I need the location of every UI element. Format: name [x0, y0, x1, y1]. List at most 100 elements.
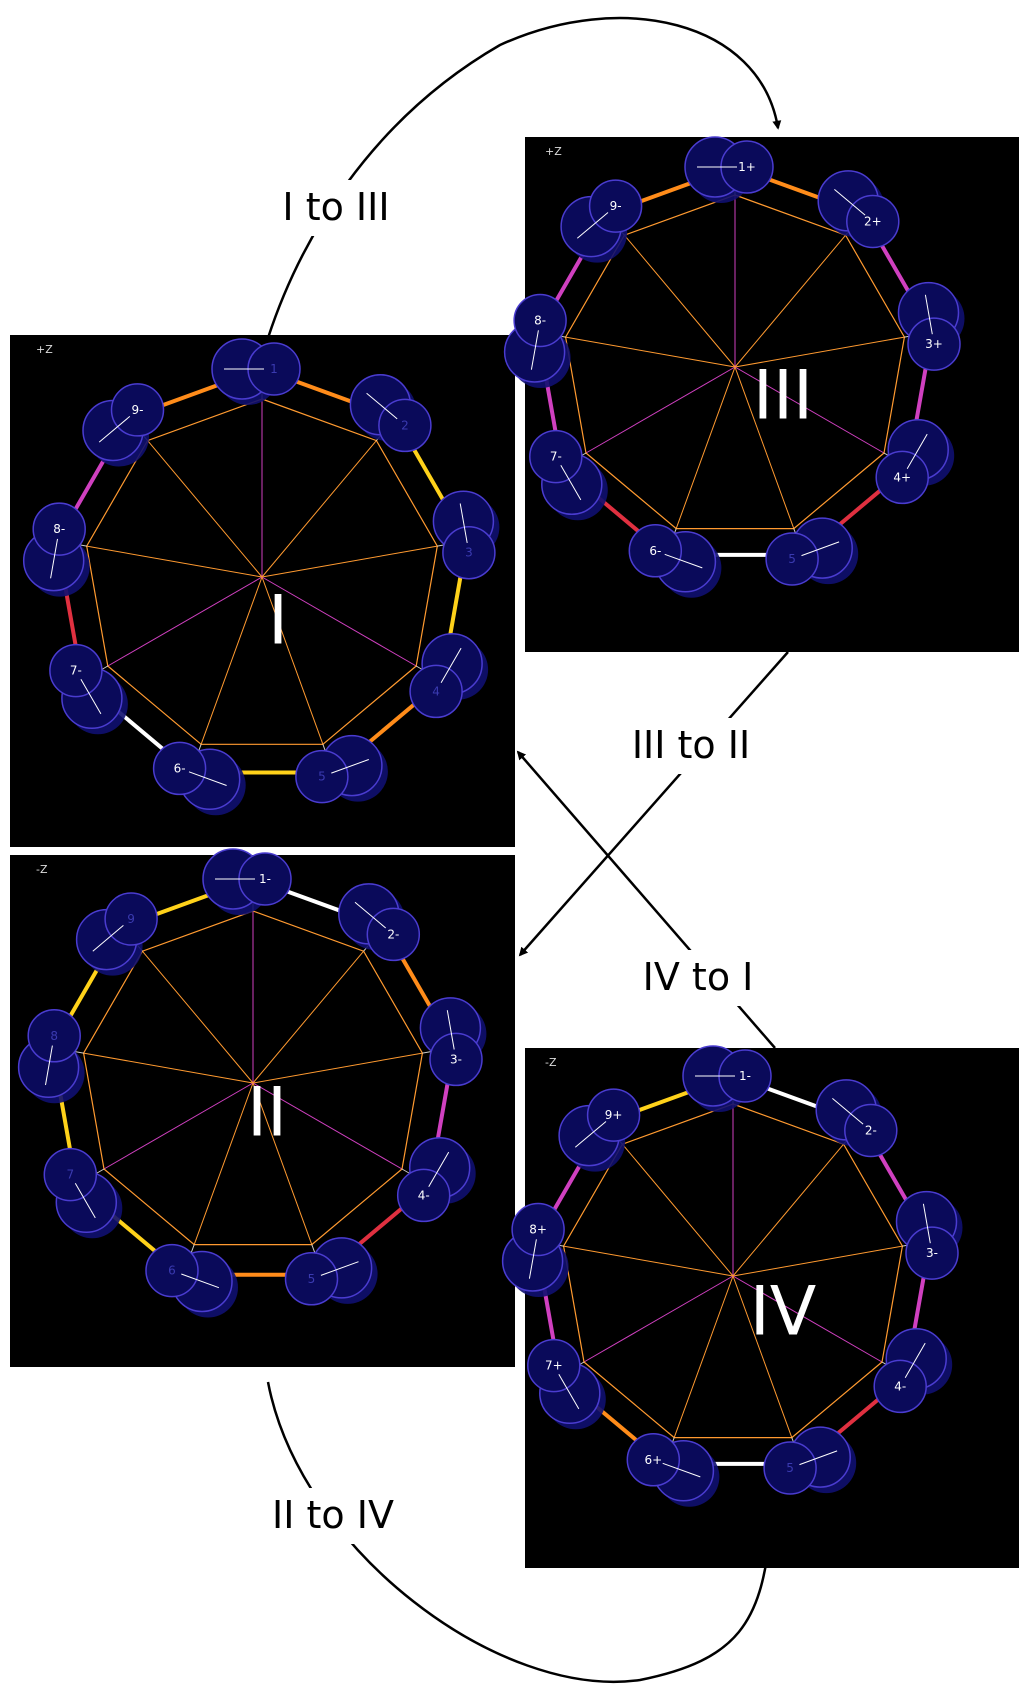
- node-2: 2+: [817, 170, 900, 249]
- sphere: [43, 1147, 98, 1202]
- spoke: [734, 336, 905, 368]
- orientation-line: [801, 541, 840, 557]
- node-label: 7: [66, 1168, 74, 1182]
- node-label: 4-: [894, 1379, 906, 1393]
- node-label: 8: [50, 1029, 58, 1043]
- orientation-line: [354, 901, 387, 929]
- orientation-line: [331, 759, 369, 774]
- spoke: [83, 1052, 254, 1084]
- spoke: [252, 1082, 313, 1245]
- node-label: 4: [432, 684, 440, 698]
- node-3: 3+: [897, 281, 965, 371]
- node-3: 3-: [895, 1190, 963, 1280]
- sphere: [295, 749, 349, 804]
- sphere: [152, 741, 207, 796]
- node-4: 4-: [873, 1327, 953, 1414]
- spoke: [734, 234, 846, 368]
- spoke: [261, 576, 324, 745]
- inner-nonagon: [86, 398, 438, 745]
- node-6: 6-: [152, 741, 246, 816]
- orientation-line: [906, 433, 928, 469]
- nodes: 1+2+3+4+56-7-8-9-: [503, 136, 965, 598]
- spoke: [675, 366, 736, 529]
- orientation-line: [80, 679, 102, 715]
- orientation-line: [832, 1098, 864, 1125]
- spoke: [261, 440, 377, 578]
- nodes: 1-2-3-4-56+7+8+9+: [501, 1045, 963, 1507]
- node-label: 5: [308, 1272, 316, 1286]
- sphere: [527, 1338, 581, 1393]
- orientation-line: [181, 1273, 220, 1289]
- sphere: [626, 1433, 681, 1487]
- node-label: 8-: [53, 522, 65, 536]
- spoke: [86, 545, 263, 578]
- node-label: 1+: [738, 160, 756, 174]
- node-label: 9-: [132, 403, 144, 417]
- sphere: [588, 179, 643, 233]
- orientation-line: [560, 465, 582, 501]
- node-7: 7-: [49, 643, 128, 735]
- node-1: 1-: [202, 848, 292, 915]
- spoke: [622, 1143, 734, 1277]
- orientation-line: [98, 416, 131, 443]
- node-label: 6-: [174, 761, 186, 775]
- sphere: [27, 1009, 81, 1063]
- orientation-line: [92, 925, 124, 952]
- sphere: [529, 429, 583, 484]
- node-label: 2-: [387, 927, 399, 941]
- spokes: [565, 195, 905, 529]
- node-4: 4+: [875, 418, 955, 505]
- orientation-line: [320, 1261, 359, 1276]
- node-1: 1-: [682, 1045, 772, 1112]
- node-label: 8+: [529, 1223, 547, 1237]
- node-label: 5: [786, 1461, 794, 1475]
- node-label: 6+: [644, 1453, 662, 1467]
- node-7: 7: [43, 1147, 123, 1239]
- panel-roman-label: II: [247, 1074, 287, 1153]
- node-label: 7-: [550, 450, 562, 464]
- node-label: 9+: [605, 1108, 623, 1122]
- node-8: 8: [17, 1009, 85, 1104]
- sphere: [513, 293, 567, 348]
- spoke: [142, 950, 254, 1084]
- sphere: [409, 664, 463, 719]
- transition-label-I-to-III: I to III: [282, 185, 389, 229]
- orientation-line: [662, 1462, 701, 1478]
- orientation-line: [799, 1450, 838, 1466]
- node-3: 3-: [419, 997, 487, 1087]
- sphere: [284, 1252, 339, 1306]
- sphere: [145, 1243, 199, 1298]
- node-label: 2: [401, 418, 409, 432]
- sphere: [765, 532, 819, 586]
- sphere: [396, 1168, 451, 1223]
- node-1: 1: [211, 338, 301, 405]
- orientation-line: [528, 1239, 537, 1279]
- spoke: [107, 576, 263, 667]
- node-label: 3: [465, 546, 473, 560]
- sphere: [846, 194, 900, 249]
- node-6: 6: [145, 1243, 238, 1318]
- node-label: 1-: [739, 1069, 751, 1083]
- spoke: [732, 1275, 883, 1363]
- spoke: [624, 234, 736, 368]
- node-9: 9+: [558, 1088, 641, 1172]
- axis-label: +Z: [545, 145, 562, 158]
- node-label: 3+: [925, 337, 943, 351]
- node-label: 4+: [893, 470, 911, 484]
- spoke: [261, 576, 417, 667]
- node-label: 3-: [926, 1246, 938, 1260]
- node-2: 2-: [815, 1079, 898, 1158]
- node-label: 2-: [865, 1124, 877, 1138]
- node-5: 5: [284, 1237, 378, 1306]
- sphere: [378, 398, 432, 453]
- sphere: [907, 317, 961, 371]
- panel-III: +Z 1+2+3+4+56-7-8-9- III: [503, 136, 1019, 652]
- panel-roman-label: I: [268, 582, 288, 661]
- orientation-line: [428, 1151, 450, 1187]
- sphere: [844, 1103, 898, 1158]
- node-label: 6: [168, 1264, 176, 1278]
